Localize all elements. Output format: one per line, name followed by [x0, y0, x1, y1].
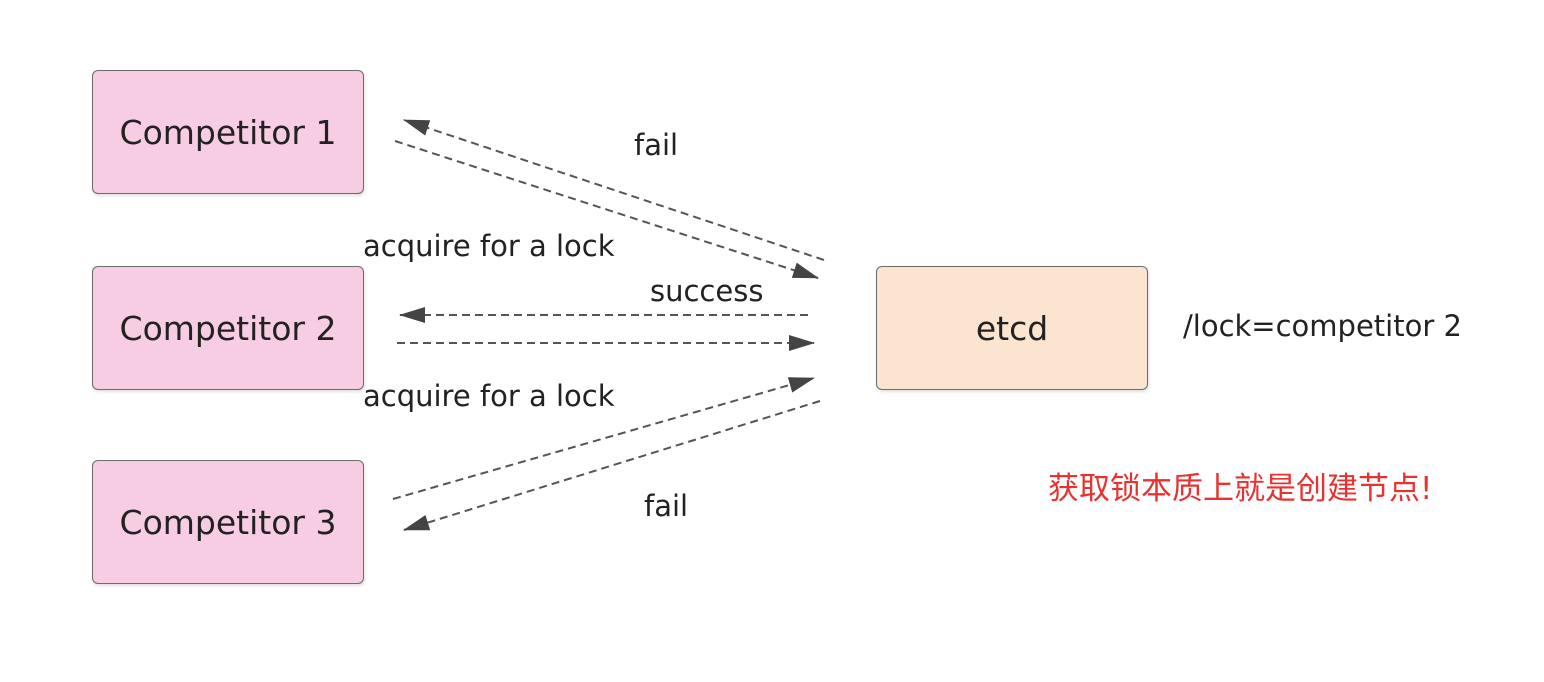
acquire-edge-label-1: acquire for a lock	[363, 229, 615, 263]
acquire-arrow-1	[394, 140, 819, 279]
note-annotation: 获取锁本质上就是创建节点!	[1048, 471, 1433, 507]
acquire-edge-label-2: acquire for a lock	[363, 379, 615, 413]
fail-arrow-2	[403, 400, 821, 531]
competitor-2-label: Competitor 2	[119, 308, 337, 348]
competitor-1-label: Competitor 1	[119, 112, 337, 152]
competitor-2-node: Competitor 2	[92, 266, 364, 390]
success-edge-label: success	[650, 274, 764, 308]
lock-key-annotation: /lock=competitor 2	[1183, 309, 1462, 343]
fail-edge-label-2: fail	[644, 489, 689, 523]
fail-edge-label-1: fail	[634, 128, 679, 162]
etcd-label: etcd	[975, 308, 1049, 348]
competitor-3-label: Competitor 3	[119, 502, 337, 542]
etcd-node: etcd	[876, 266, 1148, 390]
competitor-3-node: Competitor 3	[92, 460, 364, 584]
acquire-arrow-3	[392, 377, 815, 500]
competitor-1-node: Competitor 1	[92, 70, 364, 194]
fail-arrow-1	[403, 119, 825, 261]
